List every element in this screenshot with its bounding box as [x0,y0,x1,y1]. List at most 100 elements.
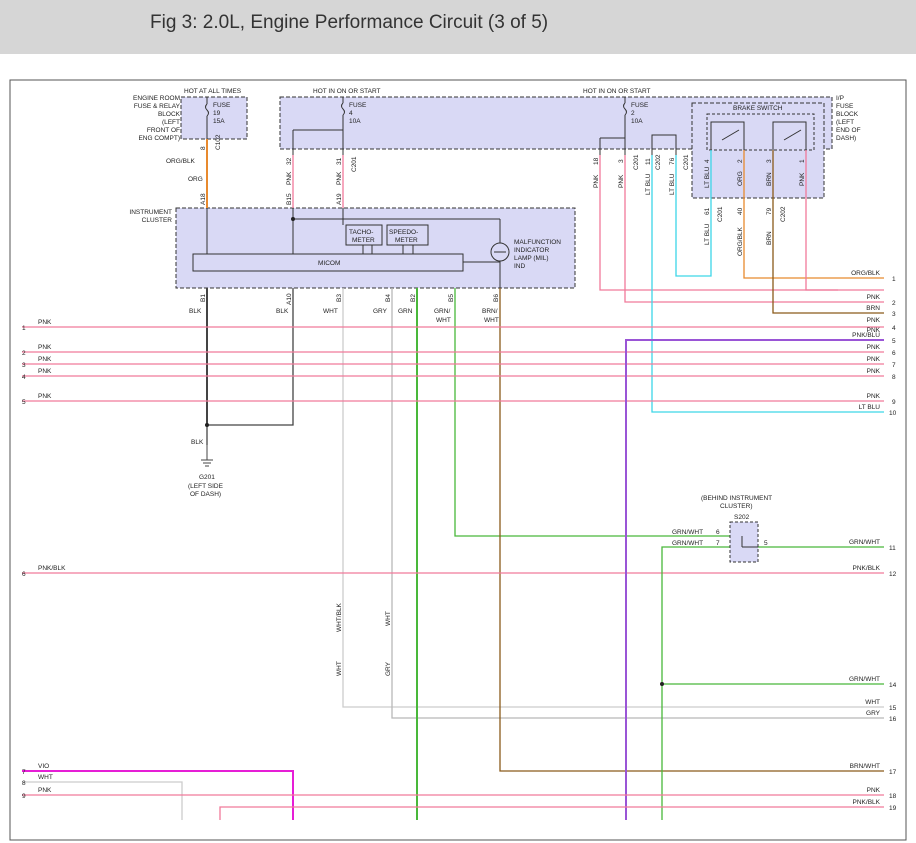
svg-text:PNK: PNK [38,368,52,375]
svg-text:3: 3 [22,362,26,369]
svg-text:11: 11 [889,545,896,552]
svg-text:WHT: WHT [865,699,880,706]
fuse-4: FUSE 4 10A [292,97,367,155]
svg-text:9: 9 [892,399,896,406]
svg-text:4: 4 [704,159,711,163]
svg-text:B3: B3 [336,294,343,302]
tachometer [345,224,383,246]
svg-text:PNK/BLK: PNK/BLK [38,565,66,572]
svg-text:B2: B2 [410,294,417,302]
cluster-internal-wiring [206,208,501,288]
svg-text:GRN/WHT: GRN/WHT [672,529,703,536]
mid-wire-labels: WHT/BLK WHT WHT GRY [336,602,392,676]
svg-text:(LEFT: (LEFT [836,119,854,126]
svg-text:16: 16 [889,716,897,723]
top-pin-labels: 8 ORG/BLK ORG A18 PNK 32 PNK 31 B15 A19 … [166,146,806,256]
svg-text:ENGINE ROOM: ENGINE ROOM [133,95,180,102]
svg-text:(BEHIND INSTRUMENT: (BEHIND INSTRUMENT [701,495,772,502]
svg-text:SPEEDO-: SPEEDO- [389,229,418,236]
svg-text:PNK: PNK [38,344,52,351]
splice-s202: (BEHIND INSTRUMENT CLUSTER) S202 GRN/WHT… [672,495,772,563]
svg-text:PNK: PNK [867,317,881,324]
cluster-pin-labels: B1 BLK A10 BLK B3 WHT B4 GRY B2 GRN B5 G… [189,293,500,324]
svg-text:8: 8 [22,780,26,787]
svg-text:2: 2 [737,159,744,163]
svg-text:17: 17 [889,769,897,776]
svg-text:PNK: PNK [867,787,881,794]
header-hot-run-start-a: HOT IN ON OR START [313,88,381,95]
svg-text:FUSE: FUSE [631,102,649,109]
svg-text:DASH): DASH) [836,135,856,142]
svg-text:1: 1 [799,159,806,163]
speedometer [386,224,429,246]
svg-text:PNK: PNK [867,393,881,400]
svg-text:PNK/BLK: PNK/BLK [853,799,881,806]
svg-text:1: 1 [892,276,896,283]
svg-text:LT BLU: LT BLU [669,173,676,195]
svg-text:GRY: GRY [373,308,388,315]
svg-text:GRN/: GRN/ [434,308,450,315]
svg-text:61: 61 [704,207,711,215]
svg-text:3: 3 [618,159,625,163]
svg-text:40: 40 [737,207,744,215]
junction-dots [205,217,664,686]
svg-text:WHT: WHT [336,661,343,676]
svg-text:IND: IND [514,263,526,270]
svg-text:VIO: VIO [38,763,49,770]
svg-text:7: 7 [22,769,26,776]
engine-room-block-label: ENGINE ROOM FUSE & RELAY BLOCK (LEFT FRO… [133,95,181,142]
svg-text:LT BLU: LT BLU [704,223,711,245]
svg-text:C202: C202 [780,206,787,222]
svg-text:5: 5 [22,399,26,406]
svg-text:PNK: PNK [286,171,293,185]
svg-text:C202: C202 [655,154,662,170]
svg-text:(LEFT: (LEFT [162,119,180,126]
page-title: Fig 3: 2.0L, Engine Performance Circuit … [150,12,549,33]
svg-text:PNK: PNK [867,344,881,351]
svg-text:WHT/BLK: WHT/BLK [336,602,343,632]
svg-text:2: 2 [22,350,26,357]
svg-text:PNK: PNK [799,172,806,186]
svg-text:18: 18 [593,157,600,165]
svg-text:BRN: BRN [866,305,880,312]
svg-text:B15: B15 [286,193,293,205]
svg-text:1: 1 [22,325,26,332]
svg-text:A18: A18 [200,193,207,205]
svg-text:76: 76 [669,157,676,165]
svg-text:C201: C201 [633,154,640,170]
micom-label: MICOM [318,260,340,267]
svg-text:10: 10 [889,410,897,417]
svg-text:GRN/WHT: GRN/WHT [672,540,703,547]
svg-text:WHT: WHT [436,317,451,324]
svg-text:7: 7 [892,362,896,369]
svg-text:9: 9 [22,793,26,800]
svg-text:LAMP (MIL): LAMP (MIL) [514,255,549,262]
svg-text:6: 6 [22,571,26,578]
svg-text:METER: METER [395,237,418,244]
fuse-2: FUSE 2 10A [599,97,677,155]
svg-text:BLK: BLK [191,439,204,446]
svg-text:WHT: WHT [323,308,338,315]
svg-text:12: 12 [889,571,897,578]
ground-g201: BLK G201 (LEFT SIDE OF DASH) [188,439,224,498]
svg-text:ORG: ORG [737,171,744,186]
svg-text:32: 32 [286,157,293,165]
svg-text:I/P: I/P [836,95,844,102]
diagram-frame [9,79,907,841]
svg-text:G201: G201 [199,474,215,481]
svg-text:BLOCK: BLOCK [158,111,181,118]
connector-labels: C102 C201 C201 C202 C201 C201 C202 [215,134,787,222]
svg-text:PNK/BLU: PNK/BLU [852,332,880,339]
svg-text:END OF: END OF [836,127,861,134]
svg-text:WHT: WHT [385,611,392,626]
brake-switch-contacts [706,113,815,151]
svg-text:3: 3 [766,159,773,163]
svg-text:11: 11 [645,158,652,165]
fuse-19: FUSE 19 15A [205,97,231,139]
svg-text:C102: C102 [215,134,222,150]
svg-text:18: 18 [889,793,897,800]
svg-text:5: 5 [764,540,768,547]
svg-text:GRY: GRY [866,710,881,717]
svg-text:C201: C201 [717,206,724,222]
